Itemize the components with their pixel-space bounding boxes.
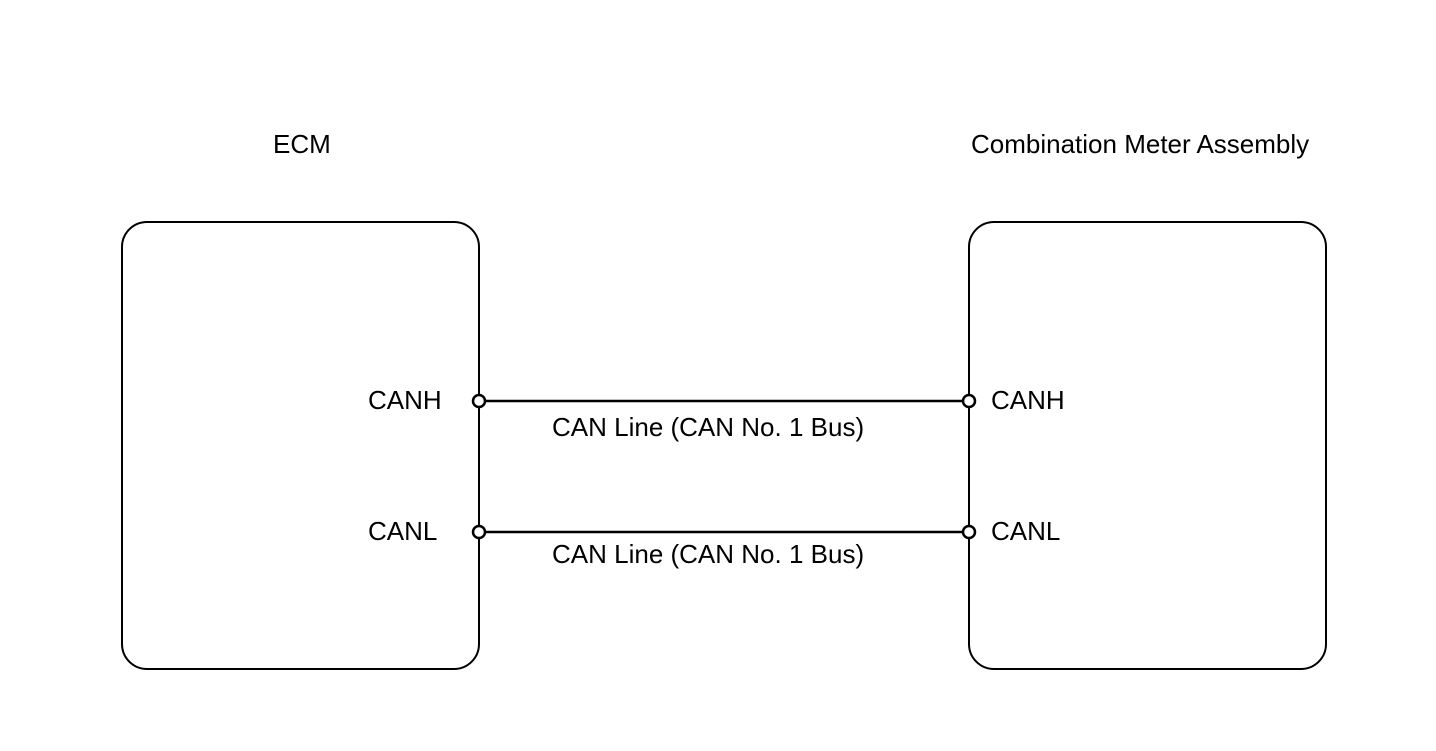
- meter-canh-terminal: [961, 393, 977, 409]
- ecm-canl-terminal: [471, 524, 487, 540]
- meter-canl-terminal: [961, 524, 977, 540]
- ecm-canh-label: CANH: [368, 385, 442, 415]
- meter-canl-label: CANL: [991, 516, 1061, 546]
- ecm-title: ECM: [273, 129, 331, 159]
- combination-meter-box: [968, 221, 1327, 670]
- can-high-line-label: CAN Line (CAN No. 1 Bus): [552, 412, 865, 442]
- ecm-box: [121, 221, 480, 670]
- combination-meter-title: Combination Meter Assembly: [971, 129, 1310, 159]
- ecm-canl-label: CANL: [368, 516, 438, 546]
- ecm-canh-terminal: [471, 393, 487, 409]
- can-low-line-label: CAN Line (CAN No. 1 Bus): [552, 539, 865, 569]
- meter-canh-label: CANH: [991, 385, 1065, 415]
